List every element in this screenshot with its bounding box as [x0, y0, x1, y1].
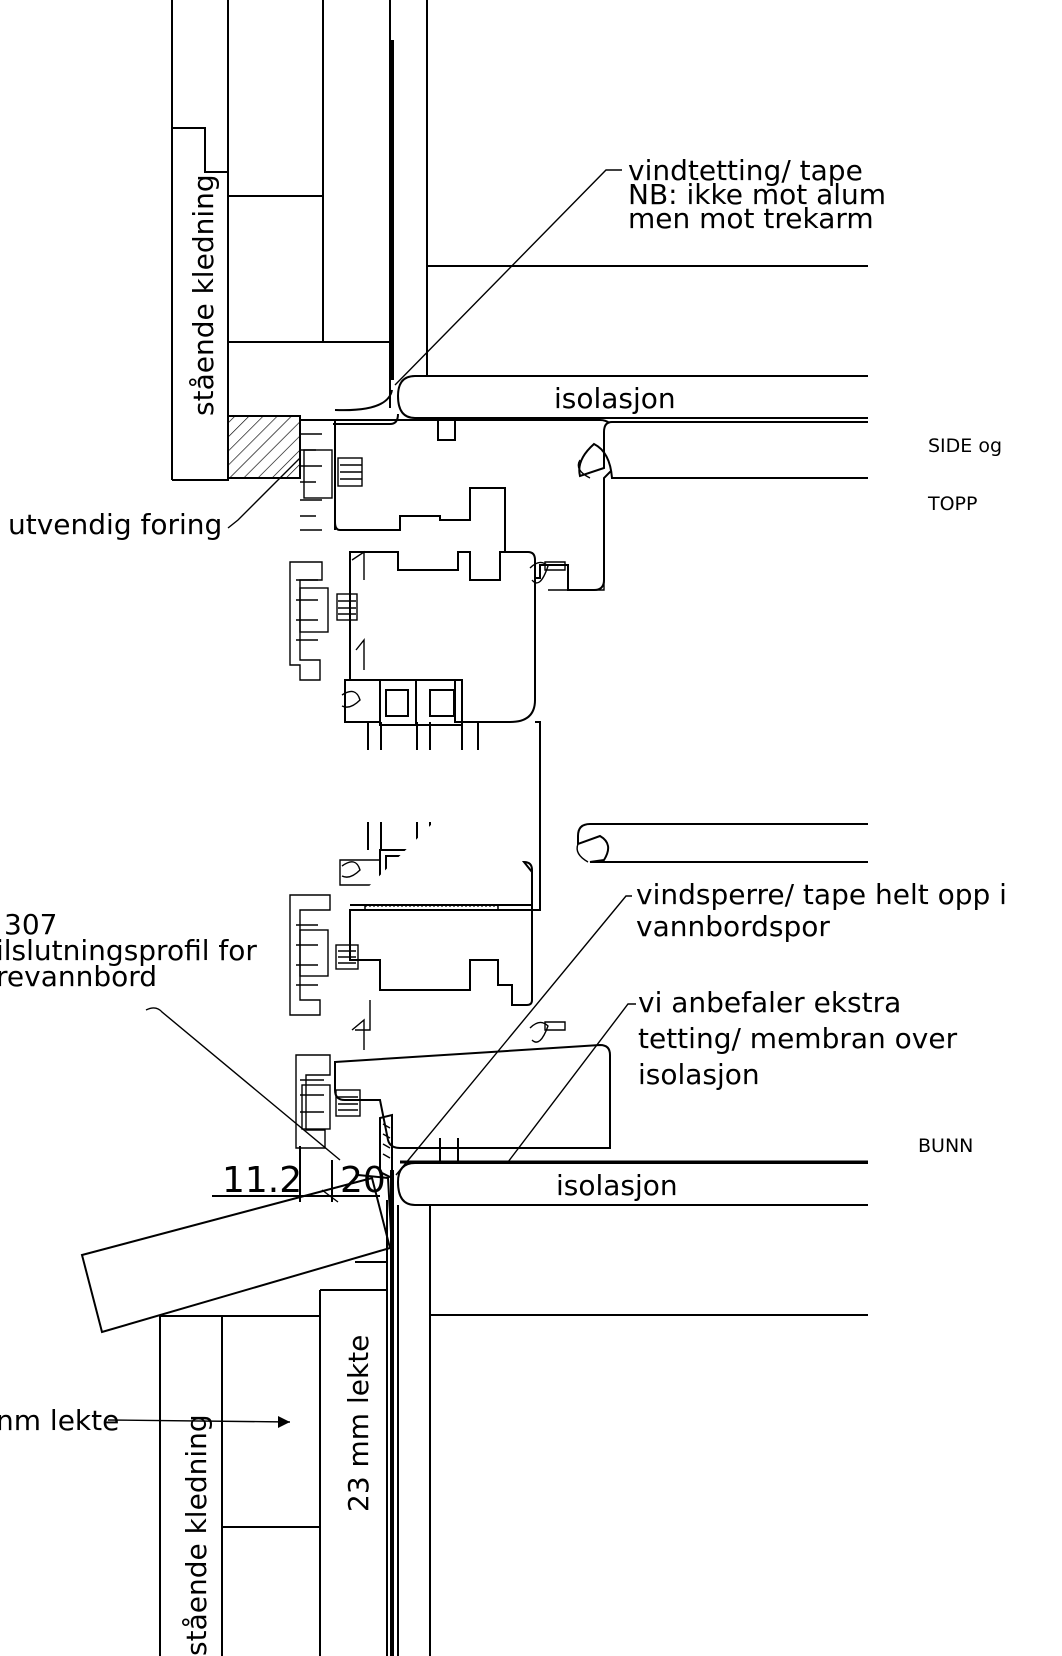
- staaende-kledning-top-label: stående kledning: [187, 174, 220, 416]
- dim-11-2: 11.2: [222, 1160, 302, 1201]
- vannbord-flashing: [80, 1176, 392, 1334]
- isolasjon-top-panel: [396, 375, 868, 419]
- bottom-wall-section: [159, 1170, 868, 1656]
- profil-label-1: 307: [4, 908, 57, 941]
- utvendig-foring-block: [227, 415, 301, 479]
- anbefaler-label-1: vi anbefaler ekstra: [638, 986, 901, 1019]
- vindsperre-label-1: vindsperre/ tape helt opp i: [636, 878, 1007, 911]
- isolasjon-top-label: isolasjon: [554, 382, 676, 415]
- side-og-label: SIDE og: [928, 435, 1002, 457]
- dim-20: 20: [340, 1160, 386, 1201]
- anbefaler-label-2: tetting/ membran over: [638, 1022, 958, 1055]
- mm-lekte-label: nm lekte: [0, 1404, 119, 1437]
- lekte-23-label: 23 mm lekte: [342, 1335, 375, 1512]
- leader-lines: [107, 169, 636, 1428]
- isolasjon-bottom-label: isolasjon: [556, 1169, 678, 1202]
- vindtetting-label-1: vindtetting/ tape: [628, 154, 863, 187]
- vindtetting-label-3: men mot trekarm: [628, 202, 874, 235]
- staaende-kledning-bottom-label: stående kledning: [180, 1414, 213, 1656]
- profil-label-3: revannbord: [0, 960, 157, 993]
- vindsperre-label-2: vannbordspor: [636, 910, 830, 943]
- top-frame-profile: [289, 389, 868, 750]
- bunn-label: BUNN: [918, 1135, 973, 1157]
- vindtetting-label-2: NB: ikke mot alum: [628, 178, 886, 211]
- dimension-lines: 11.2 20: [212, 1146, 386, 1203]
- profil-label-2: ilslutningsprofil for: [0, 934, 257, 967]
- utvendig-foring-label: utvendig foring: [8, 508, 222, 541]
- isolasjon-bottom-panel: [396, 1162, 868, 1206]
- topp-label: TOPP: [927, 493, 977, 515]
- anbefaler-label-3: isolasjon: [638, 1058, 760, 1091]
- bottom-frame-profile: [289, 721, 868, 1180]
